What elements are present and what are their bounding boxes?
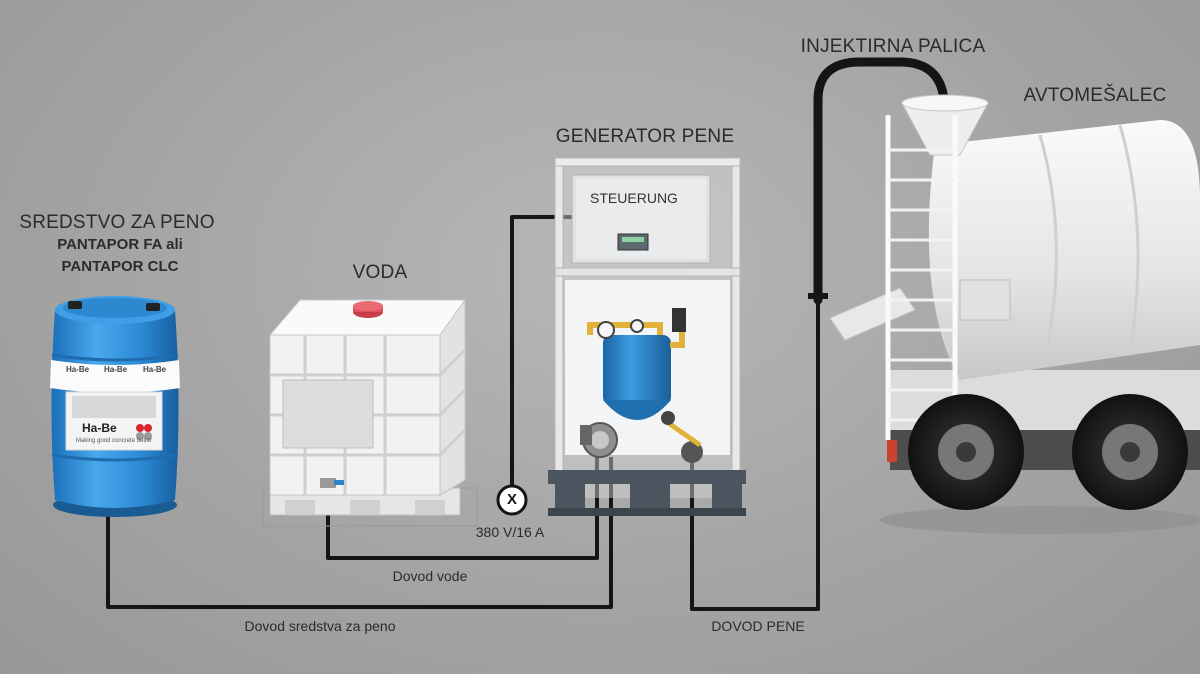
agent-supply-label: Dovod sredstva za peno <box>244 618 396 634</box>
mixer-truck <box>829 94 1200 534</box>
water-title: VODA <box>352 262 408 283</box>
barrel-strip-brand-left: Ha-Be <box>66 365 90 374</box>
power-label: 380 V/16 A <box>475 524 545 540</box>
mixer-truck-title: AVTOMEŠALEC <box>1023 85 1167 106</box>
foam-agent-barrel <box>50 296 180 517</box>
foam-generator <box>548 157 746 516</box>
agent-supply-pipe <box>106 457 613 609</box>
barrel-strip-brand-center: Ha-Be <box>104 365 128 374</box>
foam-supply-pipe <box>690 300 820 611</box>
lance-clamp <box>808 293 828 299</box>
water-ibc-tank <box>262 298 478 527</box>
foam-supply-label: DOVOD PENE <box>711 618 805 634</box>
barrel-brand-logo: Ha-Be <box>82 421 117 435</box>
foam-agent-title: SREDSTVO ZA PENO <box>19 212 215 233</box>
water-supply-label: Dovod vode <box>392 568 468 584</box>
control-unit-label: STEUERUNG <box>590 190 678 206</box>
barrel-strip-brand-right: Ha-Be <box>143 365 167 374</box>
power-connection-symbol <box>496 484 528 516</box>
generator-title: GENERATOR PENE <box>555 126 735 147</box>
injection-lance <box>813 57 949 305</box>
foam-agent-product-1: PANTAPOR FA ali <box>57 236 183 253</box>
barrel-tagline: Making good concrete better <box>76 438 153 444</box>
foam-agent-product-2: PANTAPOR CLC <box>61 258 179 275</box>
injection-lance-title: INJEKTIRNA PALICA <box>800 36 986 57</box>
power-symbol-label: X <box>506 491 518 508</box>
